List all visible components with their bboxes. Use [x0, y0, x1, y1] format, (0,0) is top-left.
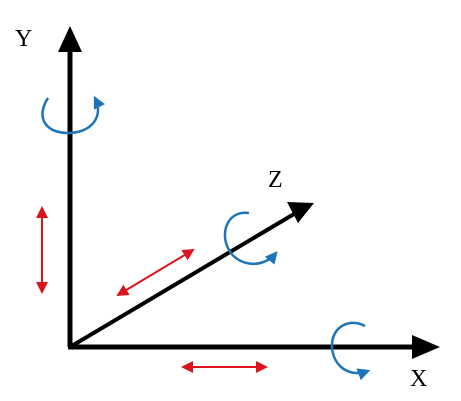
y-axis [58, 26, 82, 347]
z-axis [68, 202, 314, 349]
y-rotation-arrow-icon [41, 95, 106, 135]
z-translation-arrow-icon [116, 248, 195, 297]
y-axis-label: Y [15, 26, 33, 52]
z-axis-arrowhead-icon [287, 202, 314, 223]
y-axis-arrowhead-icon [58, 26, 82, 52]
x-axis-arrowhead-icon [412, 335, 440, 359]
z-axis-label: Z [268, 167, 283, 193]
z-rotation-arrow-icon [223, 211, 278, 266]
x-axis [68, 335, 440, 359]
x-rotation-arrow-icon [330, 321, 371, 381]
x-axis-label: X [410, 366, 428, 392]
